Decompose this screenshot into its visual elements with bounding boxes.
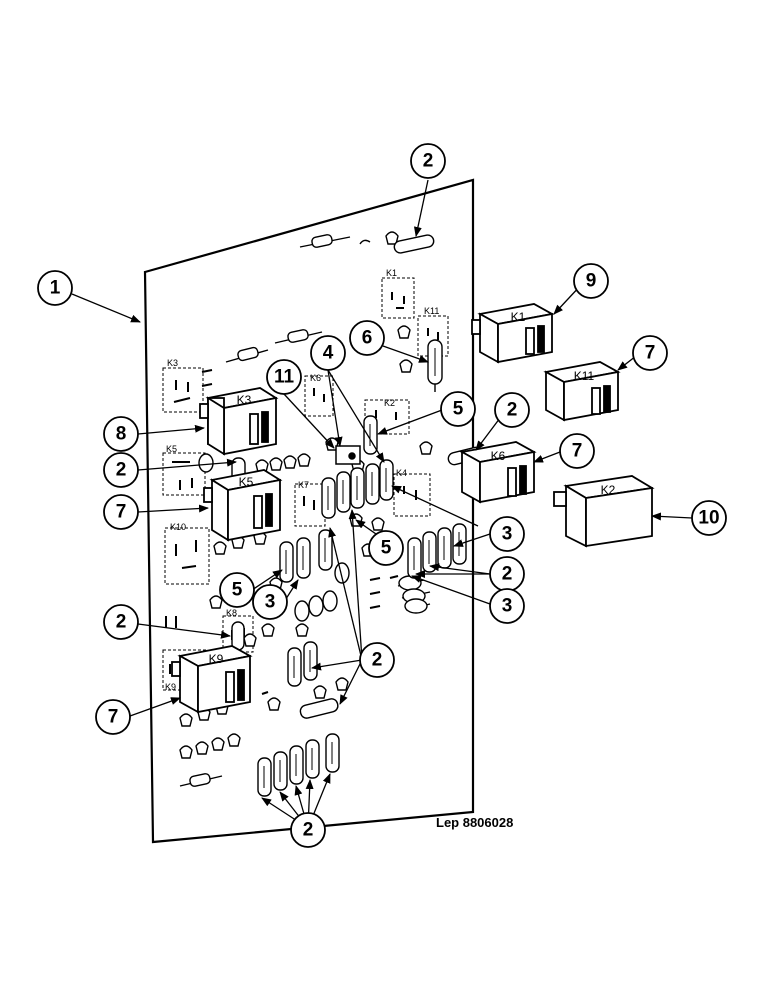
svg-text:3: 3 bbox=[502, 524, 513, 545]
board-label-k5: K5 bbox=[166, 444, 177, 454]
svg-text:9: 9 bbox=[586, 271, 597, 292]
callout-2-k6: 2 bbox=[494, 392, 530, 428]
svg-text:1: 1 bbox=[50, 278, 61, 299]
relay-k9: K9 bbox=[171, 645, 253, 714]
relay-label-k9: K9 bbox=[209, 652, 224, 666]
board-label-k8: K8 bbox=[226, 608, 237, 618]
svg-text:2: 2 bbox=[116, 460, 127, 481]
board-dashes bbox=[165, 369, 399, 695]
callout-5-upper: 5 bbox=[440, 391, 476, 427]
callout-5-mid: 5 bbox=[368, 530, 404, 566]
relay-label-k5: K5 bbox=[239, 475, 254, 489]
svg-text:8: 8 bbox=[116, 424, 127, 445]
board-label-k6: K6 bbox=[310, 373, 321, 383]
board-label-k10: K10 bbox=[170, 522, 186, 532]
callout-2-top: 2 bbox=[410, 143, 446, 179]
callout-9: 9 bbox=[573, 263, 609, 299]
svg-text:7: 7 bbox=[572, 441, 583, 462]
relay-k11: K11 bbox=[543, 361, 621, 422]
callout-8: 8 bbox=[103, 416, 139, 452]
relay-k6: K6 bbox=[459, 441, 537, 504]
svg-text:7: 7 bbox=[116, 502, 127, 523]
svg-text:3: 3 bbox=[502, 596, 513, 617]
svg-text:10: 10 bbox=[698, 508, 719, 529]
svg-text:7: 7 bbox=[108, 707, 119, 728]
relay-k5: K5 bbox=[203, 469, 283, 542]
callout-3-right-upper: 3 bbox=[489, 516, 525, 552]
board-sockets bbox=[162, 277, 449, 691]
callout-1: 1 bbox=[37, 270, 73, 306]
board-label-k3: K3 bbox=[167, 358, 178, 368]
relay-label-k2: K2 bbox=[601, 483, 616, 497]
svg-text:2: 2 bbox=[303, 820, 314, 841]
callout-3-right-lower: 3 bbox=[489, 588, 525, 624]
svg-text:5: 5 bbox=[232, 580, 243, 601]
svg-text:2: 2 bbox=[116, 612, 127, 633]
relay-k1: K1 bbox=[471, 303, 555, 364]
svg-text:5: 5 bbox=[453, 399, 464, 420]
callout-7-k5: 7 bbox=[103, 494, 139, 530]
callout-2-left: 2 bbox=[103, 452, 139, 488]
relay-k2: K2 bbox=[553, 475, 655, 548]
relay-k3: K3 bbox=[199, 387, 279, 456]
board-label-k2: K2 bbox=[384, 398, 395, 408]
svg-text:2: 2 bbox=[507, 400, 518, 421]
callout-7-k11: 7 bbox=[632, 335, 668, 371]
relay-label-k1: K1 bbox=[511, 310, 526, 324]
relay-label-k6: K6 bbox=[491, 449, 506, 463]
board-label-k1: K1 bbox=[386, 268, 397, 278]
svg-text:5: 5 bbox=[381, 538, 392, 559]
callout-3-left: 3 bbox=[252, 584, 288, 620]
drawing-reference: Lep 8806028 bbox=[436, 815, 513, 830]
board-label-k4: K4 bbox=[396, 468, 407, 478]
svg-text:3: 3 bbox=[265, 592, 276, 613]
callout-4: 4 bbox=[310, 335, 346, 371]
svg-text:2: 2 bbox=[423, 151, 434, 172]
svg-text:7: 7 bbox=[645, 343, 656, 364]
callouts: 1 2 9 6 4 7 11 5 2 8 7 2 7 10 3 5 2 5 3 … bbox=[37, 143, 727, 848]
board-diodes bbox=[179, 234, 431, 787]
svg-text:2: 2 bbox=[502, 564, 513, 585]
board-label-k9: K9 bbox=[165, 682, 176, 692]
callout-7-k9: 7 bbox=[95, 699, 131, 735]
relay-label-k3: K3 bbox=[237, 393, 252, 407]
callout-7-k6: 7 bbox=[559, 433, 595, 469]
callout-2-k8: 2 bbox=[103, 604, 139, 640]
component-11-block bbox=[335, 445, 361, 465]
relay-label-k11: K11 bbox=[574, 369, 595, 383]
svg-text:2: 2 bbox=[372, 650, 383, 671]
board-labels: K1 K11 K3 K6 K2 K5 K7 K4 K10 K8 K9 bbox=[165, 268, 439, 692]
svg-text:11: 11 bbox=[274, 367, 295, 388]
callout-5-left: 5 bbox=[219, 572, 255, 608]
callout-2-lower: 2 bbox=[359, 642, 395, 678]
callout-2-right: 2 bbox=[489, 556, 525, 592]
svg-text:4: 4 bbox=[323, 343, 334, 364]
board-label-k11: K11 bbox=[424, 306, 439, 316]
callout-2-bottom: 2 bbox=[290, 812, 326, 848]
svg-text:6: 6 bbox=[362, 328, 373, 349]
board-label-k7: K7 bbox=[298, 480, 309, 490]
callout-11: 11 bbox=[266, 359, 302, 395]
callout-10: 10 bbox=[691, 500, 727, 536]
callout-6: 6 bbox=[349, 320, 385, 356]
